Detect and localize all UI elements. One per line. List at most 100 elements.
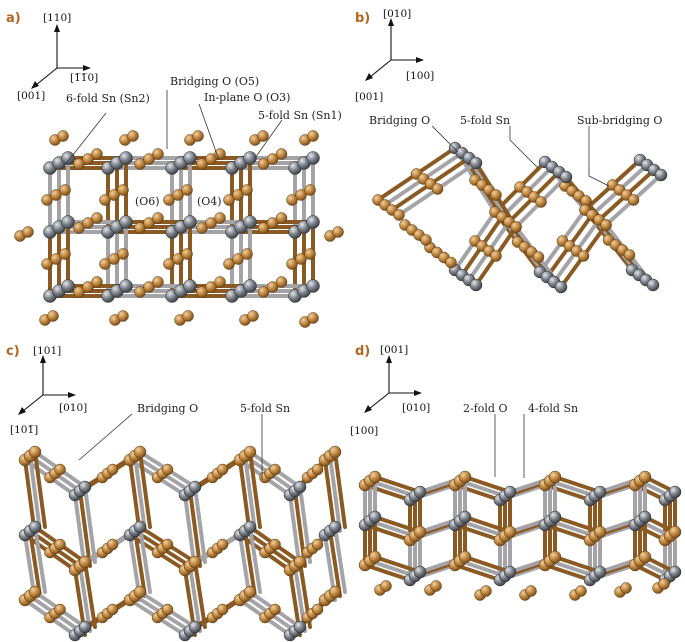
oxygen-atom bbox=[192, 130, 204, 142]
oxygen-atom bbox=[91, 148, 103, 160]
label-in-plane-o: In-plane O (O3) bbox=[204, 91, 290, 104]
tin-atom bbox=[119, 151, 133, 165]
bond bbox=[133, 454, 147, 533]
oxygen-atom bbox=[54, 538, 66, 551]
tin-atom bbox=[668, 565, 682, 579]
panel-b-axis-right-label: [100] bbox=[406, 70, 434, 82]
oxygen-atom bbox=[380, 580, 392, 592]
oxygen-atom bbox=[658, 578, 670, 590]
bond bbox=[248, 525, 262, 594]
tin-atom bbox=[668, 485, 682, 499]
label-b-sub-bridging-o: Sub-bridging O bbox=[577, 114, 662, 127]
oxygen-atom bbox=[266, 153, 279, 165]
oxygen-atom bbox=[182, 310, 194, 322]
oxygen-atom bbox=[295, 253, 307, 265]
bond bbox=[553, 515, 602, 534]
tin-atom bbox=[243, 520, 257, 534]
panel-a-axis-up-label: [110] bbox=[43, 12, 71, 24]
oxygen-atom bbox=[117, 310, 129, 322]
bond bbox=[193, 485, 207, 564]
tin-atom bbox=[638, 510, 652, 524]
panel-c-axis-down-left-label: [101̅] bbox=[10, 424, 38, 436]
bond bbox=[543, 483, 592, 502]
tin-atom bbox=[469, 278, 483, 292]
oxygen-atom bbox=[490, 189, 502, 201]
bond bbox=[83, 560, 97, 629]
panel-d-axis-down-left-label: [100] bbox=[350, 425, 378, 437]
bond bbox=[453, 523, 502, 542]
oxygen-atom bbox=[188, 555, 202, 569]
label-6-fold-sn: 6-fold Sn (Sn2) bbox=[66, 92, 150, 105]
oxygen-atom bbox=[286, 258, 298, 270]
panel-d-axes: [001] [010] [100] bbox=[350, 344, 430, 437]
panel-a-annotations: 6-fold Sn (Sn2) Bridging O (O5) In-plane… bbox=[64, 75, 342, 208]
bond bbox=[548, 519, 597, 538]
oxygen-atom bbox=[600, 219, 612, 231]
bond bbox=[78, 489, 92, 568]
oxygen-atom bbox=[490, 250, 502, 262]
bond bbox=[543, 563, 592, 582]
oxygen-atom bbox=[133, 445, 147, 459]
tin-atom bbox=[293, 480, 307, 494]
panel-c-axis-right-label: [010] bbox=[59, 402, 87, 414]
oxygen-atom bbox=[205, 281, 217, 293]
oxygen-atom bbox=[196, 158, 208, 170]
oxygen-atom bbox=[535, 196, 547, 208]
oxygen-atom bbox=[223, 194, 235, 206]
oxygen-atom bbox=[106, 538, 119, 551]
oxygen-atom bbox=[266, 281, 279, 293]
bond bbox=[373, 555, 422, 574]
tin-atom bbox=[133, 520, 147, 534]
bond bbox=[463, 475, 512, 494]
tin-atom bbox=[188, 620, 202, 634]
oxygen-atom bbox=[22, 226, 34, 238]
panel-a-axes: [110] [1̅1̅0] [001] bbox=[17, 12, 98, 102]
oxygen-atom bbox=[307, 312, 319, 324]
oxygen-atom bbox=[247, 310, 259, 322]
oxygen-atom bbox=[548, 470, 562, 484]
oxygen-atom bbox=[593, 525, 607, 539]
oxygen-atom bbox=[257, 158, 270, 170]
bond bbox=[33, 450, 47, 529]
oxygen-atom bbox=[73, 286, 85, 298]
bond bbox=[328, 454, 342, 533]
bond bbox=[368, 479, 417, 498]
bond bbox=[458, 519, 507, 538]
bond bbox=[453, 563, 502, 582]
label-5-fold-sn-sn1: 5-fold Sn (Sn1) bbox=[258, 109, 342, 122]
panel-b-axis-up-label: [010] bbox=[383, 8, 411, 20]
panel-d-structure bbox=[358, 470, 682, 601]
panel-c-axes: [101] [010] [101̅] bbox=[10, 345, 87, 436]
bond bbox=[78, 564, 92, 633]
oxygen-atom bbox=[99, 194, 111, 206]
panel-d: d) [001] [010] [100] 2-fold O 4-fold Sn bbox=[350, 344, 682, 601]
oxygen-atom bbox=[143, 217, 155, 229]
tin-atom bbox=[593, 565, 607, 579]
bond bbox=[553, 475, 602, 494]
tin-atom bbox=[306, 215, 320, 229]
bond bbox=[333, 525, 347, 594]
tin-atom bbox=[554, 280, 568, 294]
oxygen-atom bbox=[480, 585, 492, 597]
oxygen-atom bbox=[368, 470, 382, 484]
oxygen-atom bbox=[257, 130, 269, 142]
oxygen-atom bbox=[269, 538, 281, 551]
panel-d-axis-right-label: [010] bbox=[402, 402, 430, 414]
oxygen-atom bbox=[205, 217, 217, 229]
oxygen-atom bbox=[106, 603, 119, 616]
oxygen-atom bbox=[577, 250, 590, 262]
oxygen-atom bbox=[59, 248, 71, 260]
oxygen-atom bbox=[134, 286, 146, 298]
panel-c-structure bbox=[18, 445, 347, 642]
oxygen-atom bbox=[205, 153, 217, 165]
tin-atom bbox=[28, 520, 42, 534]
panel-b-letter: b) bbox=[355, 11, 370, 26]
tin-atom bbox=[61, 151, 75, 165]
oxygen-atom bbox=[243, 585, 257, 599]
tin-atom bbox=[548, 510, 562, 524]
bond bbox=[138, 525, 152, 594]
oxygen-atom bbox=[143, 281, 155, 293]
oxygen-atom bbox=[143, 153, 155, 165]
oxygen-atom bbox=[420, 234, 432, 246]
